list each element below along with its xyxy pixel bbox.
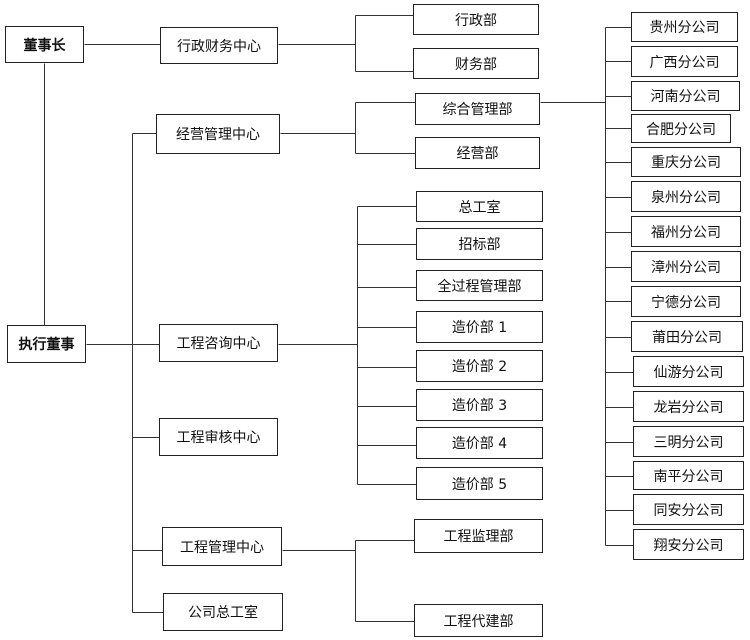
node-branch-tongan: 同安分公司: [633, 494, 744, 525]
node-branch-putian: 莆田分公司: [631, 321, 743, 352]
node-dept-construction-agency: 工程代建部: [414, 604, 543, 637]
node-center-admin-finance: 行政财务中心: [160, 27, 278, 64]
node-dept-bidding: 招标部: [416, 228, 543, 260]
node-branch-fuzhou: 福州分公司: [631, 216, 741, 247]
node-center-consulting: 工程咨询中心: [159, 324, 278, 362]
node-branch-quanzhou: 泉州分公司: [631, 181, 741, 212]
node-branch-xiangan: 翔安分公司: [633, 529, 744, 560]
node-branch-guizhou: 贵州分公司: [631, 12, 738, 42]
node-dept-cost-2: 造价部 2: [416, 350, 543, 382]
node-chairman: 董事长: [5, 26, 84, 63]
node-dept-cost-5: 造价部 5: [416, 467, 543, 500]
node-dept-admin: 行政部: [413, 4, 539, 35]
node-branch-zhangzhou: 漳州分公司: [631, 251, 741, 282]
node-dept-cost-4: 造价部 4: [416, 427, 543, 459]
node-branch-longyan: 龙岩分公司: [633, 391, 744, 422]
node-dept-cost-3: 造价部 3: [416, 389, 543, 421]
node-branch-sanming: 三明分公司: [633, 426, 744, 457]
node-branch-nanping: 南平分公司: [633, 461, 744, 490]
node-executive-director: 执行董事: [7, 325, 86, 363]
node-branch-hefei: 合肥分公司: [631, 114, 731, 143]
node-dept-supervision: 工程监理部: [414, 519, 543, 553]
node-dept-cost-1: 造价部 1: [416, 311, 543, 343]
node-branch-guangxi: 广西分公司: [631, 46, 738, 77]
node-dept-chief-engineer-room: 总工室: [416, 191, 543, 222]
node-center-audit: 工程审核中心: [159, 418, 278, 456]
node-center-operations: 经营管理中心: [156, 114, 280, 154]
node-dept-whole-process: 全过程管理部: [416, 270, 543, 301]
node-dept-general-management: 综合管理部: [415, 93, 540, 125]
node-branch-henan: 河南分公司: [631, 81, 740, 111]
node-dept-finance: 财务部: [413, 48, 539, 79]
node-branch-ningde: 宁德分公司: [631, 286, 741, 317]
node-center-project-management: 工程管理中心: [162, 527, 282, 566]
node-center-chief-engineer-office: 公司总工室: [163, 593, 283, 631]
node-branch-xianyou: 仙游分公司: [633, 356, 744, 387]
node-dept-business: 经营部: [415, 137, 540, 169]
node-branch-chongqing: 重庆分公司: [631, 147, 741, 177]
